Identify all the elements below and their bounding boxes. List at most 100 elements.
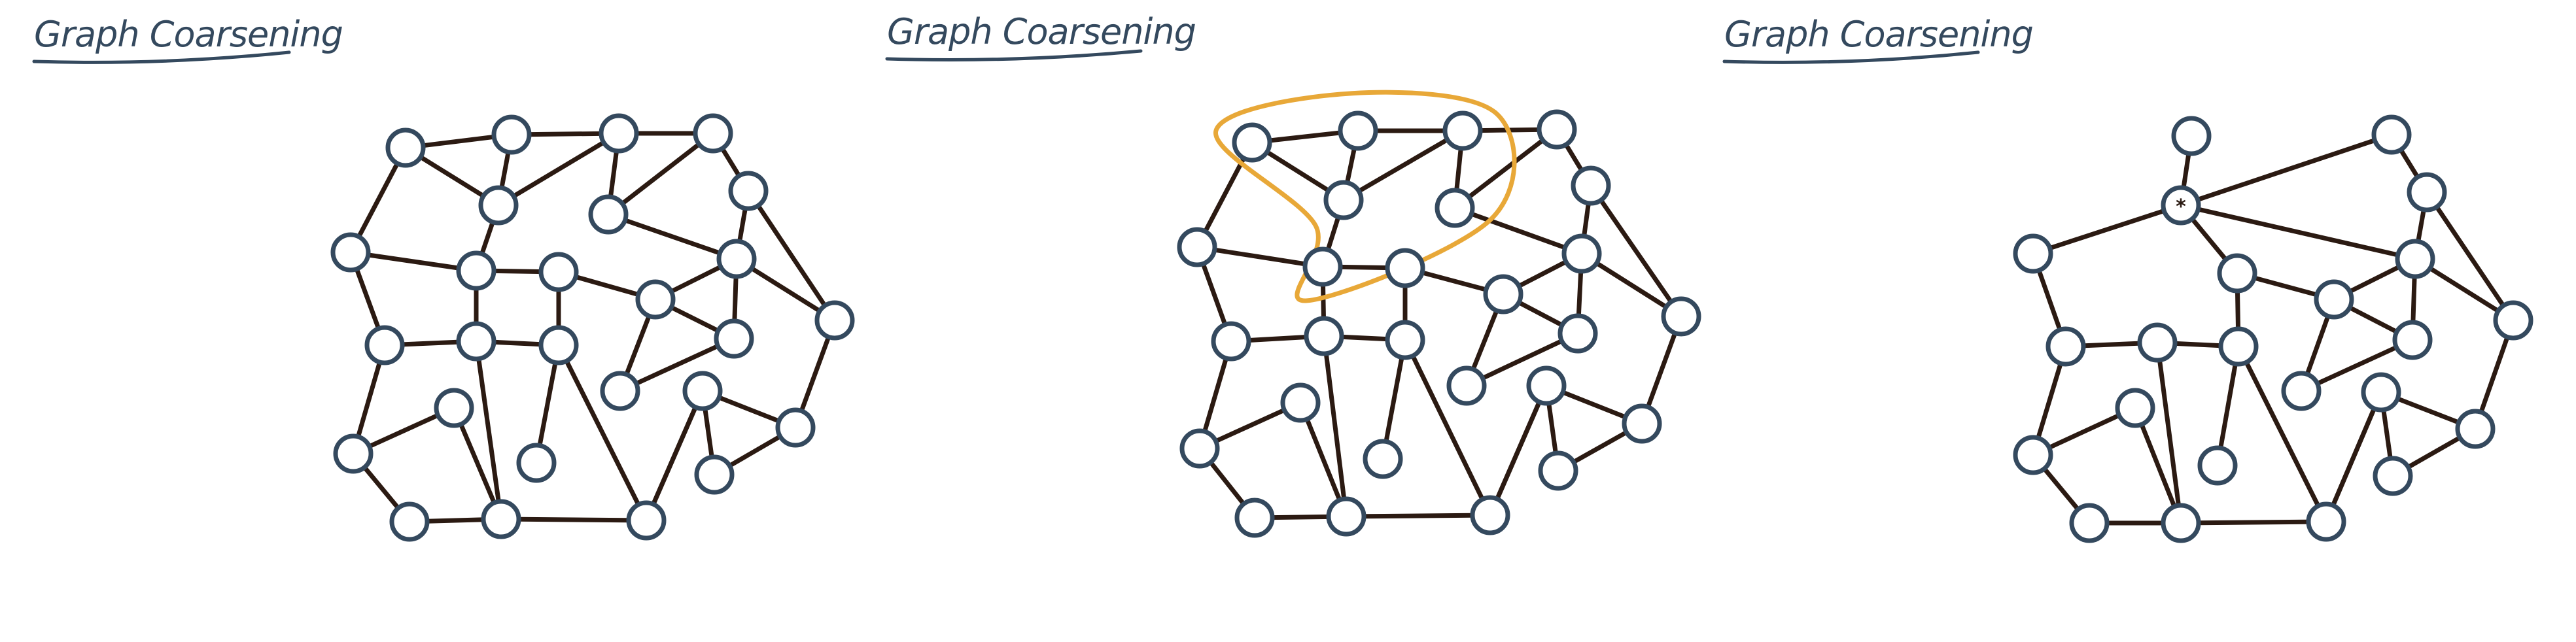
graph-2-edge xyxy=(1452,205,1584,256)
graph-2-node xyxy=(1446,365,1487,406)
graph-3-node xyxy=(2069,503,2110,543)
graph-3-node xyxy=(2218,326,2259,367)
graph-1-node xyxy=(682,371,723,411)
graph-1-node xyxy=(434,388,474,428)
graph-1-edge xyxy=(618,336,737,394)
merged-node-marker: * xyxy=(2176,195,2186,218)
graph-2-node xyxy=(1179,428,1220,469)
graph-2-node xyxy=(1435,188,1475,228)
graph-1-edge xyxy=(534,343,561,465)
graph-2-edge xyxy=(1452,127,1559,211)
graph-2-node xyxy=(1661,296,1701,337)
graph-3-edge xyxy=(2324,390,2384,524)
graph-3-node xyxy=(2115,388,2155,428)
graph-2-edge xyxy=(1588,183,1684,319)
graph-2-edge xyxy=(1298,400,1349,519)
graph-2-node xyxy=(1234,498,1275,538)
graph-2-nodes xyxy=(1177,109,1701,538)
graph-3-edge xyxy=(2178,132,2394,208)
title-underline-1 xyxy=(32,50,291,64)
graph-2-node xyxy=(1385,320,1425,360)
graph-with-selection xyxy=(1177,90,1701,538)
graph-2-node xyxy=(1622,403,1662,444)
graph-1-node xyxy=(491,114,532,155)
graph-2-edge xyxy=(1194,245,1325,269)
graph-2-node xyxy=(1442,110,1483,151)
panel-3-title: Graph Coarsening xyxy=(1724,14,2034,55)
graph-3-edge xyxy=(2132,405,2184,526)
graph-2-node xyxy=(1561,233,1602,274)
graph-3-nodes xyxy=(2013,114,2533,543)
graph-1-node xyxy=(456,321,496,362)
graph-2-edge xyxy=(1380,337,1408,462)
graph-1-node xyxy=(538,325,579,365)
graph-2-node xyxy=(1571,165,1611,206)
graph-3-node xyxy=(2306,501,2346,542)
graph-2-node xyxy=(1526,365,1567,406)
graph-1-edge xyxy=(496,131,621,208)
graph-3-node xyxy=(2161,185,2201,226)
graph-3-node xyxy=(2013,435,2053,475)
graph-3-node xyxy=(2395,239,2435,279)
graph-1-nodes xyxy=(330,113,855,542)
graph-1-node xyxy=(389,501,430,542)
graph-1-node xyxy=(599,113,639,154)
graph-3-edge xyxy=(2178,519,2329,526)
graph-3-node xyxy=(2045,326,2086,367)
graph-1-node xyxy=(456,250,496,291)
graph-2-edge xyxy=(1464,331,1580,388)
graph-2-edge xyxy=(1321,333,1349,519)
graph-1-edge xyxy=(606,212,739,262)
graph-1-node xyxy=(693,113,733,154)
graph-3-edge xyxy=(2030,203,2184,256)
graph-1-node xyxy=(694,454,735,495)
graph-3-node xyxy=(2197,445,2238,486)
graph-1-edge xyxy=(474,339,504,522)
graph-3-node xyxy=(2137,322,2178,363)
graph-3-node xyxy=(2281,371,2322,411)
graph-1-edge xyxy=(556,343,649,523)
graph-2-node xyxy=(1538,450,1578,491)
graph-2-node xyxy=(1323,180,1364,220)
graph-3-node xyxy=(2455,409,2496,449)
graph-1-node xyxy=(385,127,426,168)
graph-2-node xyxy=(1302,246,1343,287)
graph-2-node xyxy=(1558,313,1598,354)
graph-1-node xyxy=(516,443,557,483)
graph-3-node xyxy=(2407,172,2447,212)
graph-3-edge xyxy=(2178,203,2418,262)
graph-2-selection-outline xyxy=(1213,90,1517,303)
title-underline-2 xyxy=(885,49,1143,61)
graph-2-edge xyxy=(1344,513,1493,519)
graph-1-node xyxy=(588,194,629,235)
graph-2-node xyxy=(1483,274,1523,314)
panel-1-title: Graph Coarsening xyxy=(34,14,343,55)
graph-coarsened: * xyxy=(2013,114,2533,543)
graph-3-node xyxy=(2314,279,2354,320)
graph-2-node xyxy=(1232,122,1272,163)
graph-2-node xyxy=(1537,109,1577,150)
graph-2-node xyxy=(1363,439,1403,479)
graph-1-node xyxy=(364,325,405,365)
graph-2-node xyxy=(1211,321,1251,362)
graph-1-edge xyxy=(746,188,837,323)
graph-3-edge xyxy=(2236,344,2329,524)
graph-1-edge xyxy=(348,250,479,273)
graph-1-node xyxy=(716,239,757,279)
graph-2-node xyxy=(1326,496,1366,537)
graph-2-node xyxy=(1304,316,1344,356)
graph-3-node xyxy=(2373,456,2413,496)
graph-1-node xyxy=(626,500,667,541)
graph-1-edge xyxy=(606,131,716,217)
graph-1-node xyxy=(775,407,816,448)
graph-2-node xyxy=(1470,495,1510,535)
graph-2-node xyxy=(1385,248,1425,288)
title-underline-3 xyxy=(1722,50,1980,64)
graph-3-node xyxy=(2493,300,2533,341)
graph-2-edge xyxy=(1488,383,1549,518)
title-underlines xyxy=(32,49,1980,64)
graph-1-edge xyxy=(644,388,705,523)
graph-3-node xyxy=(2217,253,2257,294)
graph-2-node xyxy=(1177,227,1217,267)
